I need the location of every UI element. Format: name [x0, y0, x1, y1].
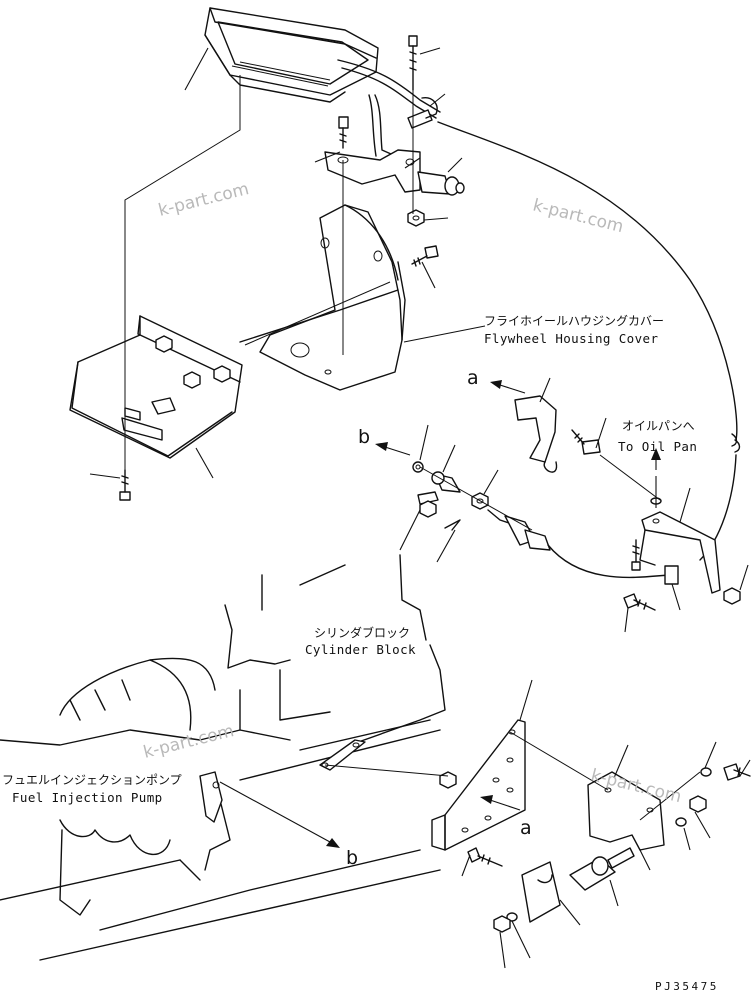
cable-stay — [514, 395, 558, 473]
watermark: k-part.com — [156, 179, 251, 221]
washer-right-lower-2 — [675, 817, 687, 827]
upper-bracket — [324, 149, 421, 193]
bolt-oil-pan — [631, 539, 641, 571]
assembly-lines — [124, 75, 701, 821]
fuel-pump-label-en: Fuel Injection Pump — [12, 790, 163, 805]
filter-housing — [204, 7, 441, 159]
bolt-top-right — [408, 35, 418, 91]
clip — [664, 565, 679, 585]
pump-lever — [199, 771, 223, 823]
bolt-upper-right — [411, 245, 439, 267]
triangle-bracket — [431, 719, 526, 851]
stop-cable — [437, 121, 741, 579]
stop-solenoid — [569, 847, 635, 891]
mount-tab — [319, 739, 366, 771]
leader-lines — [89, 47, 751, 969]
clamp-top — [407, 97, 438, 129]
cotter — [444, 519, 461, 531]
lock-plate — [417, 491, 439, 505]
lower-plate — [521, 861, 561, 923]
bolt-middle-top — [338, 116, 349, 149]
ref-b-upper: b — [358, 426, 370, 448]
washer-b — [412, 461, 424, 473]
bolt-lower-left — [467, 847, 503, 867]
oil-pan-label-jp: オイルパンへ — [622, 419, 695, 433]
ref-arrows — [219, 380, 661, 848]
ref-a-lower: a — [520, 817, 532, 839]
drawing-code: PJ35475 — [655, 980, 719, 993]
ref-a-upper: a — [467, 367, 479, 389]
nut-upper — [407, 209, 425, 227]
left-bracket — [69, 315, 243, 459]
watermark: k-part.com — [141, 721, 236, 763]
nut-right-edge — [723, 587, 741, 605]
nut-lower-bracket — [439, 771, 457, 789]
cylinder-block-label-jp: シリンダブロック — [314, 625, 410, 640]
engine-block — [0, 554, 446, 961]
bolt-clip — [623, 593, 656, 611]
nut-middle — [419, 500, 437, 518]
nut-right-lower — [689, 795, 707, 813]
pressure-switch — [417, 171, 465, 196]
oil-pan-bracket — [639, 511, 721, 594]
fuel-pump-label-jp: フュエルインジェクションポンプ — [2, 773, 182, 787]
nut-lower — [493, 915, 511, 933]
washer-right-lower — [700, 767, 712, 777]
oil-pan-label-en: To Oil Pan — [618, 439, 697, 454]
flywheel-bracket — [239, 204, 406, 391]
bolt-left — [119, 469, 131, 501]
ref-b-lower: b — [346, 847, 358, 869]
flywheel-cover-label-jp: フライホイールハウジングカバー — [484, 314, 664, 328]
cylinder-block-label-en: Cylinder Block — [305, 642, 416, 657]
bolt-cable-stay — [571, 429, 601, 455]
flywheel-cover-label-en: Flywheel Housing Cover — [484, 331, 658, 346]
